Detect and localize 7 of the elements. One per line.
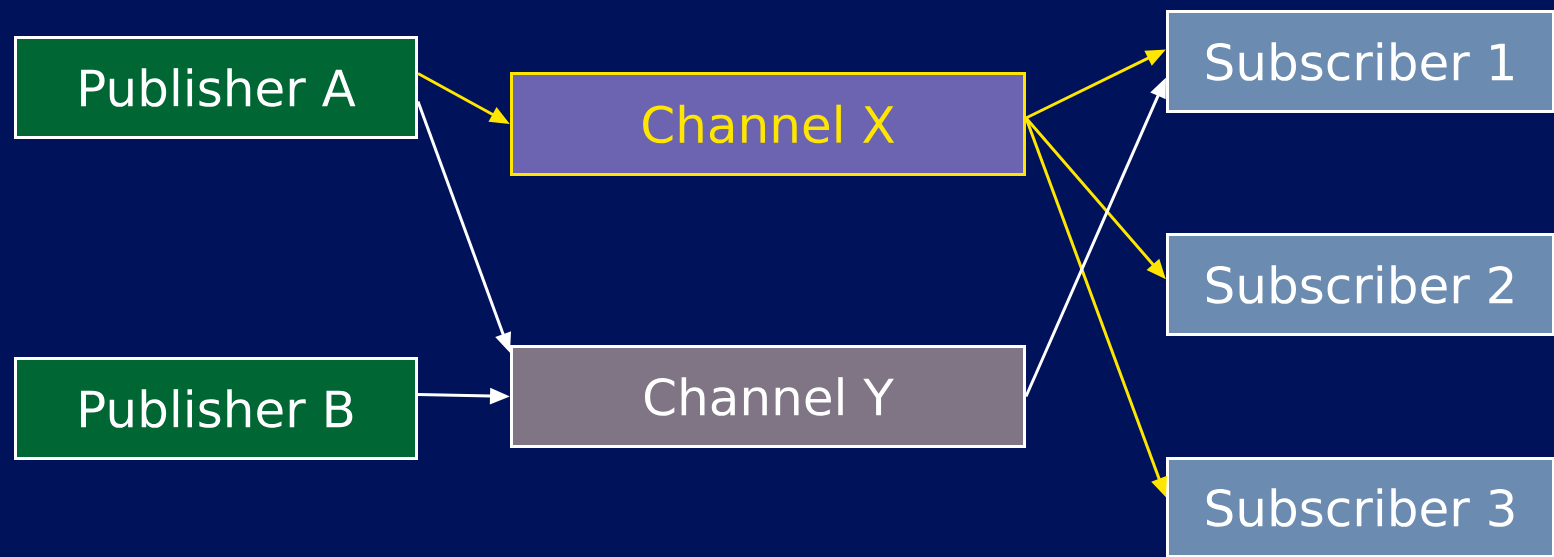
subscriber-box: Subscriber 1: [1166, 10, 1554, 113]
publisher-box: Publisher B: [14, 357, 418, 460]
channel-box: Channel X: [510, 72, 1026, 176]
subscriber-box: Subscriber 3: [1166, 457, 1554, 557]
subscriber-box: Subscriber 2: [1166, 233, 1554, 336]
publisher-box: Publisher A: [14, 36, 418, 139]
channel-box: Channel Y: [510, 345, 1026, 448]
